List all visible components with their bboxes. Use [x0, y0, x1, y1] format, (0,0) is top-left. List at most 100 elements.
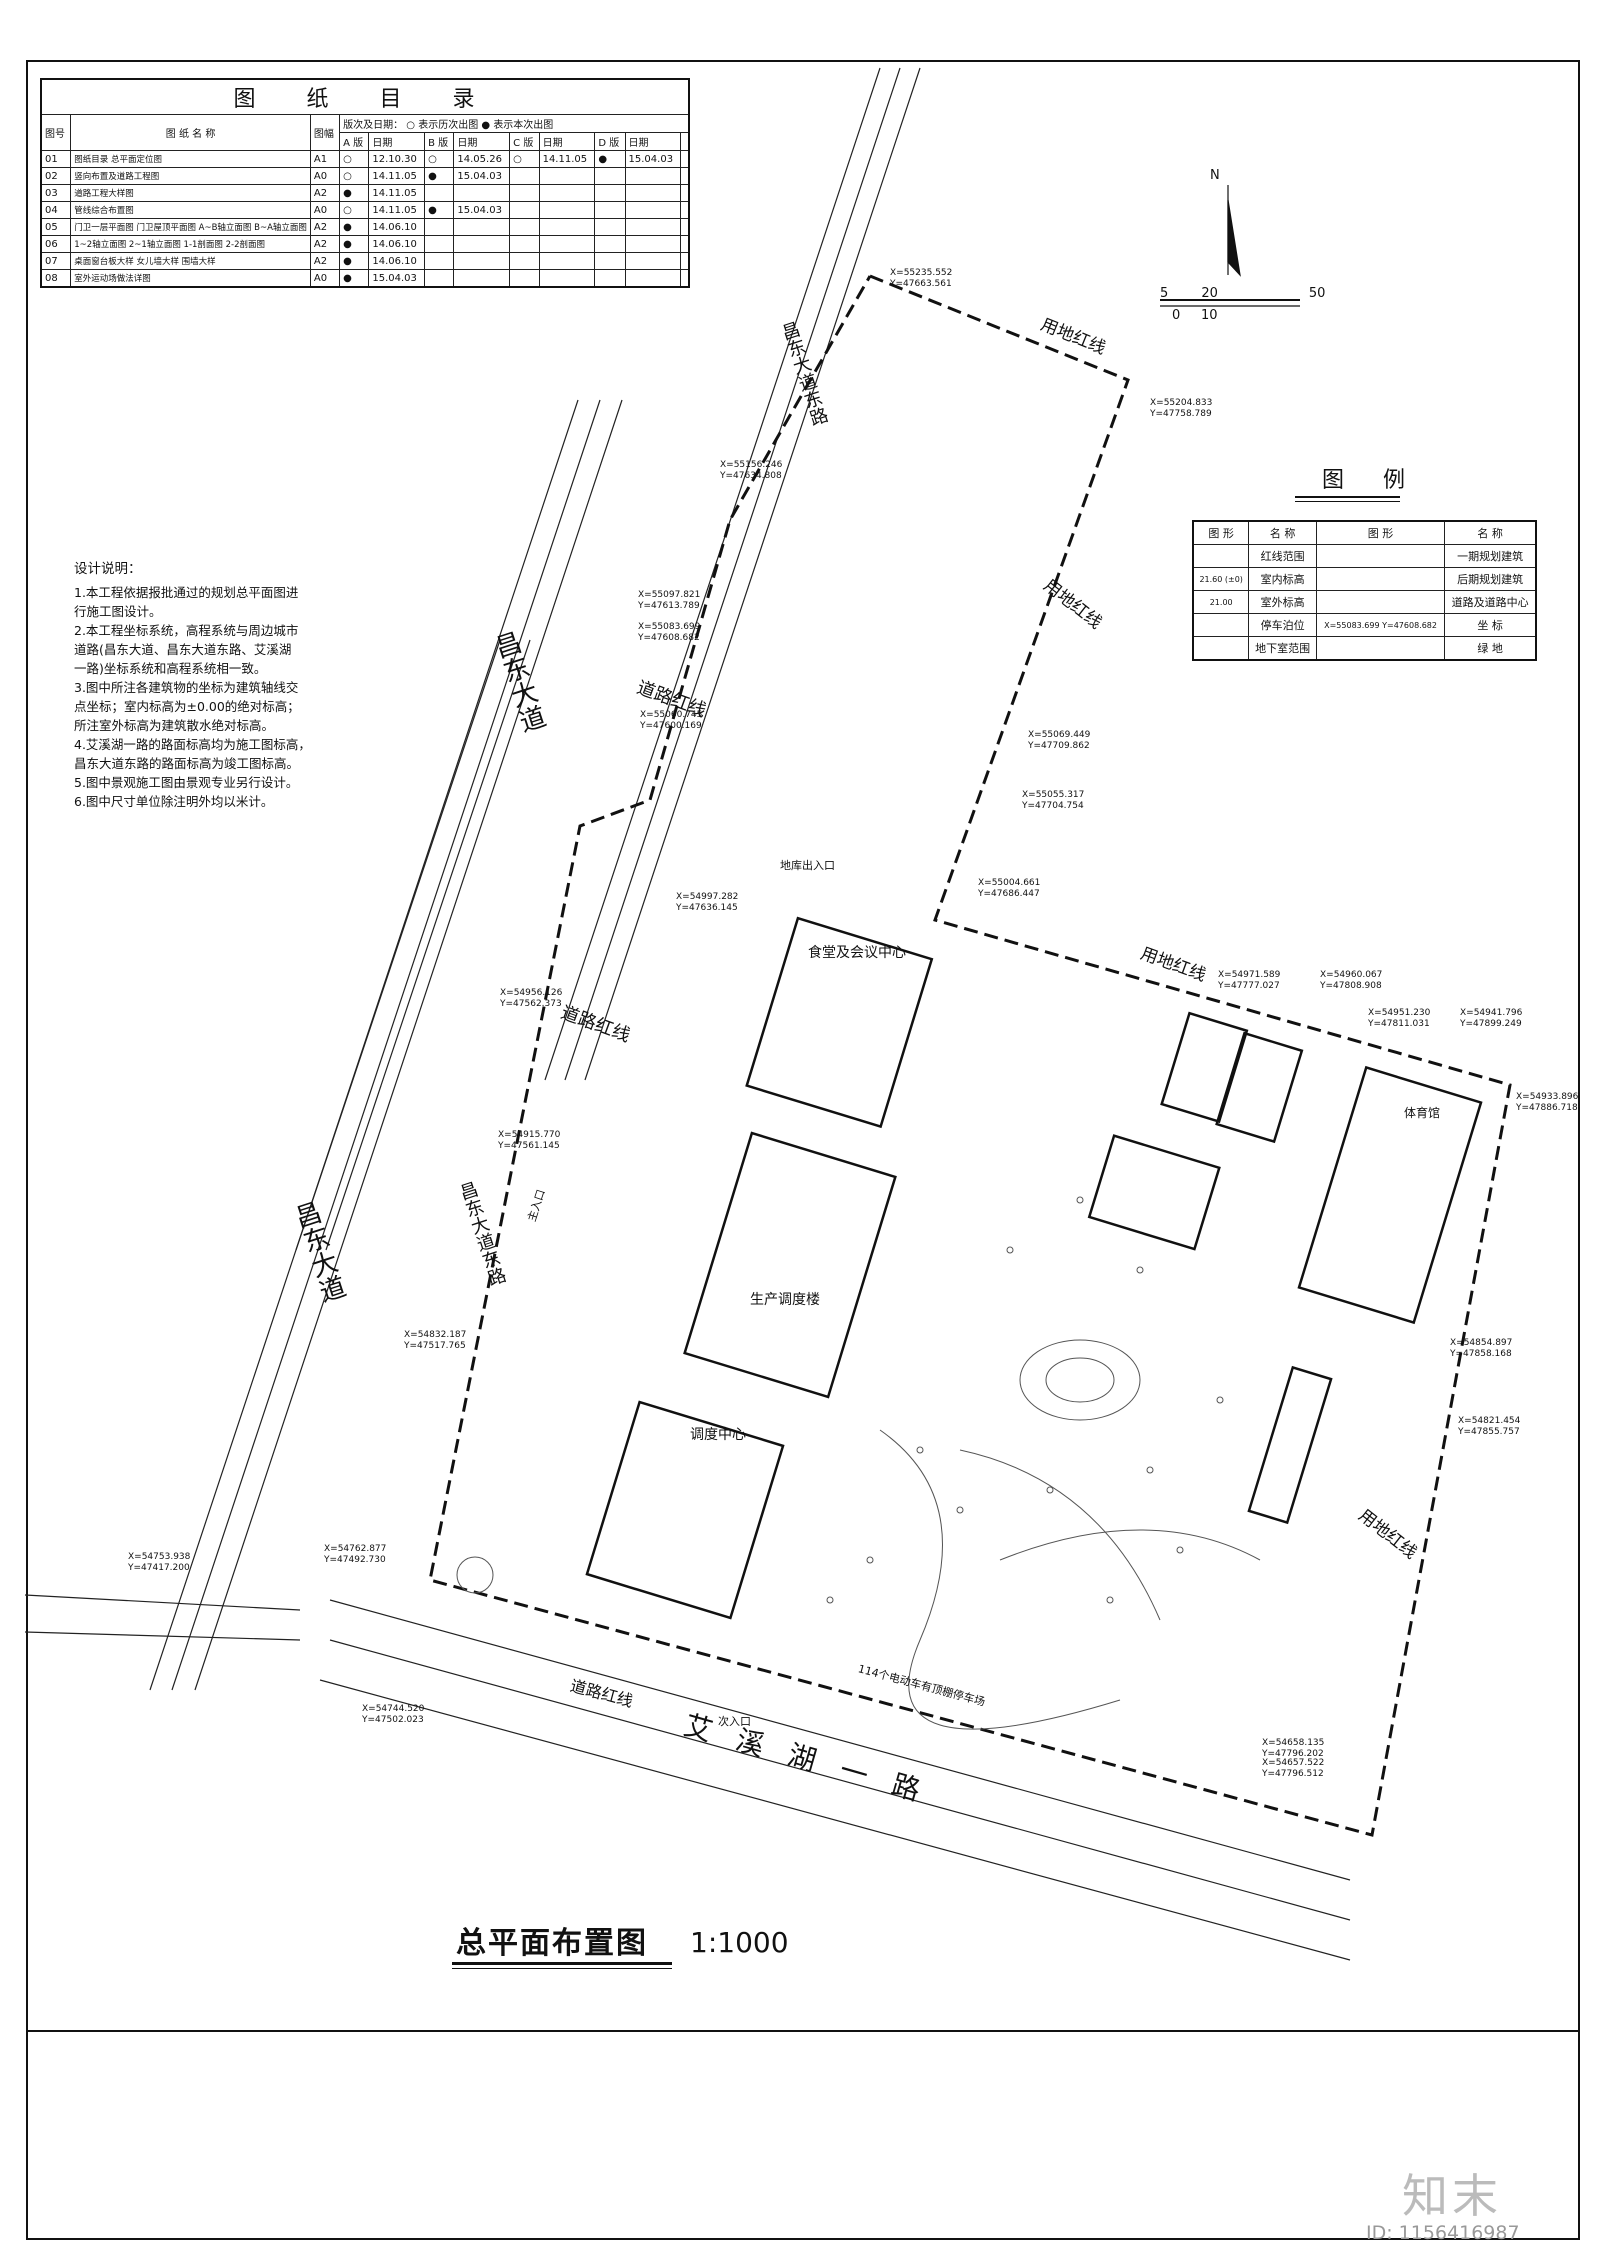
coordinate-label: X=54657.522 Y=47796.512: [1262, 1758, 1325, 1779]
index-cell-d: [594, 167, 626, 185]
index-cell-b: [424, 218, 455, 236]
legend-symbol: [1192, 544, 1250, 568]
index-cell-a: ●: [339, 184, 370, 202]
index-cell-c-date: [538, 252, 596, 270]
design-note-line: 点坐标；室内标高为±0.00的绝对标高；: [74, 699, 300, 714]
index-cell-name: 桌面窗台板大样 女儿墙大样 围墙大样: [70, 252, 311, 270]
road-edge: [194, 399, 623, 1691]
design-note-line: 2.本工程坐标系统，高程系统与周边城市: [74, 623, 299, 638]
index-cell-name: 门卫一层平面图 门卫屋顶平面图 A~B轴立面图 B~A轴立面图: [70, 218, 311, 236]
index-cell-a: ○: [339, 167, 370, 185]
legend-row: 地下室范围绿 地: [1192, 636, 1537, 661]
scale-bar-bottom-labels: 0 10: [1172, 308, 1218, 323]
legend-symbol: [1315, 544, 1446, 568]
coordinate-label: X=54960.067 Y=47808.908: [1320, 970, 1383, 991]
index-cell-b: [424, 252, 455, 270]
design-note-line: 昌东大道东路的路面标高为竣工图标高。: [74, 756, 300, 771]
index-cell-d-date: [624, 167, 682, 185]
index-cell-a-date: 14.11.05: [368, 167, 426, 185]
index-cell-c: [509, 201, 540, 219]
index-cell-no: 06: [40, 235, 72, 253]
index-cell-no: 01: [40, 150, 72, 168]
version-legend: 版次及日期： ○ 表示历次出图 ● 表示本次出图: [339, 114, 690, 133]
coordinate-label: X=54744.520 Y=47502.023: [362, 1704, 425, 1725]
index-cell-d: [594, 201, 626, 219]
coordinate-label: X=54941.796 Y=47899.249: [1460, 1008, 1523, 1029]
coordinate-label: X=54956.126 Y=47562.373: [500, 988, 563, 1009]
road-edge: [295, 639, 501, 1251]
legend-row: 红线范围一期规划建筑: [1192, 544, 1537, 568]
index-cell-name: 管线综合布置图: [70, 201, 311, 219]
road-edge: [171, 399, 601, 1691]
building-dispatch-center: [585, 1400, 785, 1620]
site-boundary: [428, 274, 1512, 1837]
index-cell-d: ●: [594, 150, 626, 168]
legend-name: 室外标高: [1248, 590, 1317, 614]
index-cell-c-date: [538, 269, 596, 288]
index-cell-b-date: [453, 252, 511, 270]
version-a: A 版: [339, 132, 370, 151]
design-note-line: 所注室外标高为建筑散水绝对标高。: [74, 718, 275, 733]
index-cell-a: ●: [339, 252, 370, 270]
legend-name: 绿 地: [1444, 636, 1537, 661]
index-cell-c-date: [538, 201, 596, 219]
index-cell-d: [594, 269, 626, 288]
design-note-line: 1.本工程依据报批通过的规划总平面图进: [74, 585, 299, 600]
design-note-line: 5.图中景观施工图由景观专业另行设计。: [74, 775, 299, 790]
index-cell-a-date: 14.06.10: [368, 252, 426, 270]
coordinate-label: X=54951.230 Y=47811.031: [1368, 1008, 1431, 1029]
coordinate-label: X=54854.897 Y=47858.168: [1450, 1338, 1513, 1359]
legend-symbol: [1192, 613, 1250, 637]
coordinate-label: X=55204.833 Y=47758.789: [1150, 398, 1213, 419]
scale-bar-top-labels: 5 20 50: [1160, 286, 1326, 301]
legend-name: 室内标高: [1248, 567, 1317, 591]
date-head: 日期: [538, 132, 596, 151]
coordinate-label: X=54753.938 Y=47417.200: [128, 1552, 191, 1573]
index-cell-b-date: [453, 218, 511, 236]
legend-head-shape: 图 形: [1315, 520, 1446, 545]
drawing-index-table: 图 纸 目 录 图号 图 纸 名 称 图幅 版次及日期： ○ 表示历次出图 ● …: [40, 78, 690, 288]
index-cell-b: [424, 184, 455, 202]
version-d: D 版: [594, 132, 626, 151]
road-edge: [544, 67, 881, 1081]
coordinate-label: X=54821.454 Y=47855.757: [1458, 1416, 1521, 1437]
index-cell-a-date: 14.06.10: [368, 235, 426, 253]
design-note-line: 行施工图设计。: [74, 604, 162, 619]
building-label: 调度中心: [690, 1427, 746, 1443]
index-cell-no: 03: [40, 184, 72, 202]
index-cell-a-date: 14.11.05: [368, 184, 426, 202]
coordinate-label: X=54997.282 Y=47636.145: [676, 892, 739, 913]
index-cell-c: [509, 218, 540, 236]
index-cell-d: [594, 252, 626, 270]
design-notes-heading: 设计说明：: [74, 561, 142, 577]
date-head: 日期: [453, 132, 511, 151]
coordinate-label: X=55060.745 Y=47600.169: [640, 710, 703, 731]
design-note-line: 3.图中所注各建筑物的坐标为建筑轴线交: [74, 680, 299, 695]
coordinate-label: X=54832.187 Y=47517.765: [404, 1330, 467, 1351]
entrance-label: 次入口: [718, 1715, 751, 1728]
index-cell-c: [509, 167, 540, 185]
index-cell-name: 1~2轴立面图 2~1轴立面图 1-1剖面图 2-2剖面图: [70, 235, 311, 253]
index-cell-no: 08: [40, 269, 72, 288]
design-note-line: 6.图中尺寸单位除注明外均以米计。: [74, 794, 274, 809]
coordinate-label: X=55069.449 Y=47709.862: [1028, 730, 1091, 751]
index-cell-a-date: 12.10.30: [368, 150, 426, 168]
index-cell-d-date: [624, 269, 682, 288]
date-head: 日期: [368, 132, 426, 151]
index-cell-b-date: 15.04.03: [453, 201, 511, 219]
index-cell-b-date: 14.05.26: [453, 150, 511, 168]
index-cell-d-date: [624, 218, 682, 236]
index-cell-name: 竖向布置及道路工程图: [70, 167, 311, 185]
design-notes: 设计说明： 1.本工程依据报批通过的规划总平面图进行施工图设计。 2.本工程坐标系…: [74, 560, 374, 811]
design-note-line: 道路(昌东大道、昌东大道东路、艾溪湖: [74, 642, 292, 657]
index-cell-d-date: [624, 184, 682, 202]
legend-name: 红线范围: [1248, 544, 1317, 568]
legend-symbol: [1315, 567, 1446, 591]
index-cell-c: [509, 235, 540, 253]
index-cell-no: 04: [40, 201, 72, 219]
coordinate-label: X=55235.552 Y=47663.561: [890, 268, 953, 289]
coordinate-label: X=55055.317 Y=47704.754: [1022, 790, 1085, 811]
